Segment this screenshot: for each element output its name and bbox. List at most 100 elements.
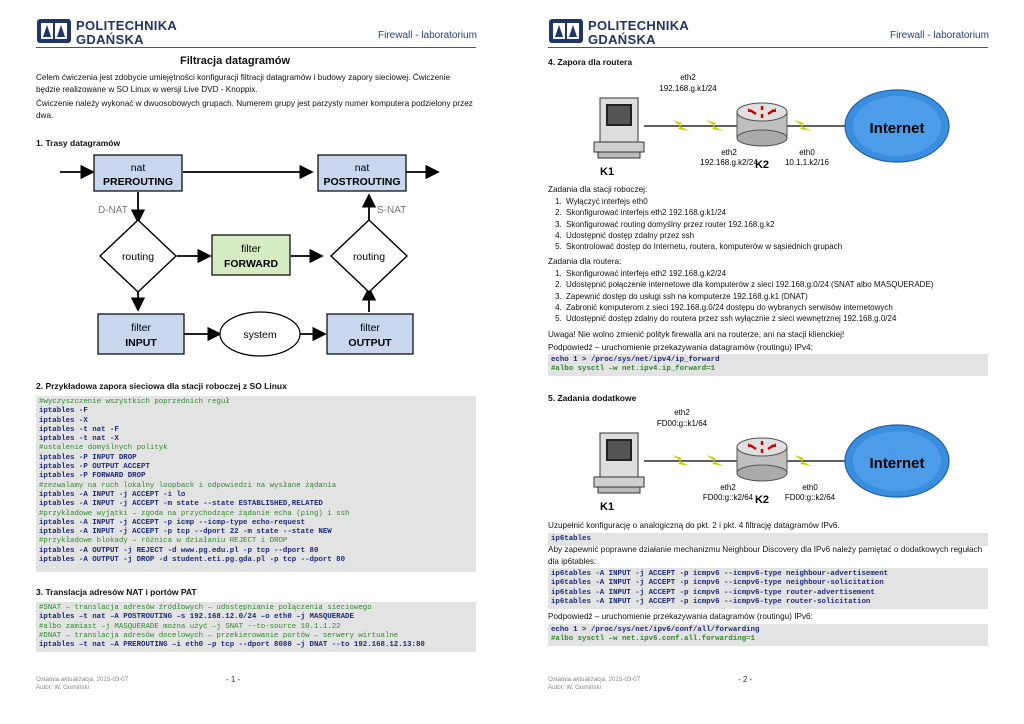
input-top-label: filter	[131, 322, 151, 334]
section-2-title: 2. Przykładowa zapora sieciowa dla stacj…	[36, 381, 287, 391]
code-line: #przykładowe wyjątki – zgoda na przychod…	[39, 509, 350, 518]
nat-code-block: #SNAT – translacja adresów źródłowych – …	[36, 602, 476, 652]
footer-info: Ostatnia aktualizacja: 2015-03-07 Autor:…	[36, 676, 128, 692]
code-line: #albo sysctl –w net.ipv4.ip_forward=1	[551, 365, 716, 374]
forward-top-label: filter	[241, 243, 261, 255]
footer-date: Ostatnia aktualizacja: 2015-03-07	[36, 676, 129, 683]
code-line: ip6tables -A INPUT -j ACCEPT -p icmpv6 -…	[551, 570, 889, 578]
footer-author: Autor: W. Gumiński	[548, 684, 601, 691]
system-ellipse	[219, 311, 301, 357]
hint-ipv6: Podpowiedź – uruchomienie przekazywania …	[548, 612, 813, 621]
code-line: #SNAT – translacja adresów źródłowych – …	[39, 604, 372, 612]
task-item: Udostępnić dostęp zdalny przez ssh	[564, 230, 1004, 241]
crest-icon	[549, 19, 583, 43]
routing-right-label: routing	[353, 251, 385, 263]
page-title: Filtracja datagramów	[180, 55, 291, 67]
eth0-addr-label: 10.1.1.k2/16	[785, 158, 830, 167]
output-box	[326, 313, 414, 355]
code-line: ip6tables	[551, 535, 591, 543]
code-line: #przykładowe blokady – różnica w działan…	[39, 537, 288, 546]
output-top-label: filter	[360, 322, 380, 334]
code-line: #zezwalamy na ruch lokalny loopback i od…	[39, 481, 337, 490]
hint-ipv4: Podpowiedź – uruchomienie przekazywania …	[548, 343, 813, 352]
logo-line1: POLITECHNIKA	[588, 18, 690, 33]
ip6tables-code: ip6tables	[548, 533, 988, 546]
internet-cloud	[844, 89, 950, 163]
tasks-router-list: Skonfigurować interfejs eth2 192.168.g.k…	[548, 268, 1004, 324]
university-logo: POLITECHNIKA GDAŃSKA	[36, 16, 178, 50]
k2-addr-label: 192.168.g.k2/24	[700, 158, 758, 167]
section-4-title: 4. Zapora dla routera	[548, 57, 633, 67]
task-item: Skonfigurować interfejs eth2 192.168.g.k…	[564, 268, 1004, 279]
code-line: ip6tables -A INPUT -j ACCEPT -p icmpv6 -…	[551, 597, 871, 606]
footer-author: Autor: W. Gumiński	[36, 684, 89, 691]
footer-date: Ostatnia aktualizacja: 2015-03-07	[548, 676, 641, 683]
forward-bottom-label: FORWARD	[224, 258, 278, 270]
forward-box	[211, 234, 291, 276]
page-number: - 1 -	[226, 675, 241, 684]
prerouting-box	[93, 154, 183, 192]
input-bottom-label: INPUT	[125, 337, 157, 349]
code-line: iptables -A INPUT -j ACCEPT -p icmp --ic…	[39, 518, 306, 527]
section-5-title: 5. Zadania dodatkowe	[548, 393, 637, 403]
ipv6-task-text: Uzupełnić konfigurację o analogiczną do …	[548, 521, 840, 530]
code-line: iptables -t nat -F	[39, 425, 119, 434]
ipv6-network-diagram: Internet eth2 FD00:g::k1/64 eth2 FD00:g:…	[593, 408, 950, 513]
code-line: iptables -P OUTPUT ACCEPT	[39, 463, 150, 472]
k2-iface-label: eth2	[720, 483, 736, 492]
prerouting-top-label: nat	[131, 162, 146, 174]
section-1-title: 1. Trasy datagramów	[36, 138, 121, 148]
section-3-title: 3. Translacja adresów NAT i portów PAT	[36, 587, 197, 597]
router-icon	[736, 437, 788, 482]
header-rule	[36, 47, 476, 48]
code-line: #albo zamiast –j MASQUERADE można użyć –…	[39, 622, 341, 631]
code-line: iptables -A INPUT -j ACCEPT -p tcp --dpo…	[39, 528, 332, 537]
logo-line2: GDAŃSKA	[76, 32, 144, 47]
prerouting-bottom-label: PREROUTING	[103, 176, 173, 188]
code-line: iptables –t nat –A PREROUTING –i eth0 –p…	[39, 641, 425, 650]
course-header: Firewall - laboratorium	[890, 30, 989, 41]
crest-icon	[37, 19, 71, 43]
logo-line1: POLITECHNIKA	[76, 18, 178, 33]
postrouting-box	[317, 154, 407, 192]
code-line: iptables -A OUTPUT -j DROP -d student.et…	[39, 556, 346, 565]
code-line: iptables -A OUTPUT -j REJECT -d www.pg.e…	[39, 546, 319, 555]
nd-rules-code: ip6tables -A INPUT -j ACCEPT -p icmpv6 -…	[548, 568, 988, 609]
code-line: echo 1 > /proc/sys/net/ipv6/conf/all/for…	[551, 626, 760, 634]
page-number: - 2 -	[738, 675, 753, 684]
warning-text: Uwaga! Nie wolno zmienić polityk firewal…	[548, 330, 845, 339]
system-label: system	[243, 329, 277, 341]
intro-paragraph-2: Ćwiczenie należy wykonać w dwuosobowych …	[36, 99, 473, 120]
task-item: Zabronić komputerom z sieci 192.168.g.0/…	[564, 302, 1004, 313]
postrouting-top-label: nat	[355, 162, 370, 174]
university-logo: POLITECHNIKA GDAŃSKA	[548, 16, 690, 50]
eth0-iface-label: eth0	[799, 148, 815, 157]
code-line: iptables -P FORWARD DROP	[39, 472, 146, 481]
code-line: #wyczyszczenie wszystkich poprzednich re…	[39, 398, 230, 406]
snat-label: S-NAT	[377, 205, 406, 216]
computer-icon	[593, 97, 645, 159]
code-line: iptables -P INPUT DROP	[39, 453, 137, 462]
task-item: Udostępnić dostęp zdalny do routera prze…	[564, 313, 1004, 324]
internet-cloud	[844, 424, 950, 498]
code-line: iptables -X	[39, 416, 88, 425]
k2-addr-label: FD00:g::k2/64	[703, 493, 754, 502]
page-1: POLITECHNIKA GDAŃSKA Firewall - laborato…	[36, 16, 477, 692]
code-line: ip6tables -A INPUT -j ACCEPT -p icmpv6 -…	[551, 579, 884, 588]
footer-info: Ostatnia aktualizacja: 2015-03-07 Autor:…	[548, 676, 640, 692]
task-item: Wyłączyć interfejs eth0	[564, 196, 1004, 207]
router-icon	[736, 102, 788, 147]
routing-right-diamond	[329, 219, 409, 293]
code-line: iptables –t nat –A POSTROUTING –s 192.16…	[39, 613, 354, 622]
tasks-station-list: Wyłączyć interfejs eth0Skonfigurować int…	[548, 196, 1004, 252]
ipv6-forward-code: echo 1 > /proc/sys/net/ipv6/conf/all/for…	[548, 624, 988, 646]
k2-label: K2	[755, 159, 769, 171]
code-line: #DNAT – translacja adresów docelowych – …	[39, 631, 399, 640]
code-line: #ustalenie domyślnych polityk	[39, 444, 168, 453]
router-network-diagram: Internet eth2 192.168.g.k1/24 eth2 192.1…	[593, 73, 950, 178]
code-line: #albo sysctl –w net.ipv6.conf.all.forwar…	[551, 635, 756, 644]
code-line: echo 1 > /proc/sys/net/ipv4/ip_forward	[551, 356, 720, 364]
routing-left-label: routing	[122, 251, 154, 263]
k2-label: K2	[755, 494, 769, 506]
output-bottom-label: OUTPUT	[348, 337, 392, 349]
